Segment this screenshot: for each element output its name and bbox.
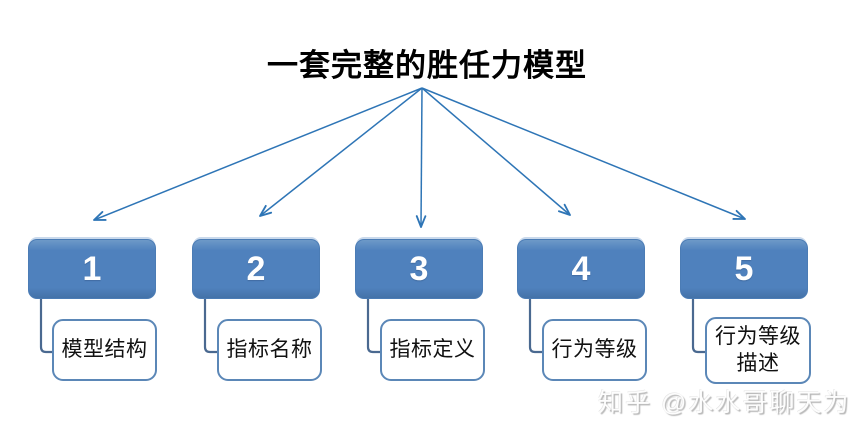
node-2-description-box: 指标名称 bbox=[217, 319, 322, 381]
arrow-line-5 bbox=[421, 87, 746, 220]
node-3-number: 3 bbox=[409, 250, 429, 288]
node-4-number: 4 bbox=[571, 250, 591, 288]
diagram-title: 一套完整的胜任力模型 bbox=[267, 48, 587, 83]
node-5-label: 行为等级 描述 bbox=[715, 325, 801, 375]
zhihu-watermark: 知乎 @水水哥聊天为 bbox=[598, 389, 851, 417]
node-3-label: 指标定义 bbox=[389, 337, 476, 361]
fan-arrows bbox=[93, 87, 746, 228]
connector-3 bbox=[366, 298, 380, 354]
arrow-line-2 bbox=[259, 87, 423, 217]
node-5-description-box: 行为等级 描述 bbox=[705, 317, 811, 384]
node-3-description-box: 指标定义 bbox=[380, 319, 485, 381]
node-1-number-box: 1 bbox=[28, 239, 156, 299]
arrow-line-3 bbox=[415, 87, 427, 228]
node-5-number: 5 bbox=[734, 250, 754, 288]
node-5-number-box: 5 bbox=[680, 239, 808, 299]
node-1-label: 模型结构 bbox=[61, 337, 148, 361]
node-4-number-box: 4 bbox=[517, 239, 645, 299]
connector-5 bbox=[691, 298, 705, 354]
node-3-number-box: 3 bbox=[355, 239, 483, 299]
node-1-description-box: 模型结构 bbox=[52, 319, 157, 381]
arrow-line-1 bbox=[93, 87, 423, 221]
node-4-description-box: 行为等级 bbox=[542, 319, 647, 381]
connector-1 bbox=[39, 298, 52, 354]
node-2-label: 指标名称 bbox=[226, 337, 313, 361]
node-2-number-box: 2 bbox=[192, 239, 320, 299]
arrow-line-4 bbox=[421, 87, 571, 216]
node-4-label: 行为等级 bbox=[551, 337, 638, 361]
node-1-number: 1 bbox=[82, 250, 102, 288]
connector-4 bbox=[528, 298, 542, 354]
connector-2 bbox=[203, 298, 217, 354]
node-2-number: 2 bbox=[246, 250, 266, 288]
